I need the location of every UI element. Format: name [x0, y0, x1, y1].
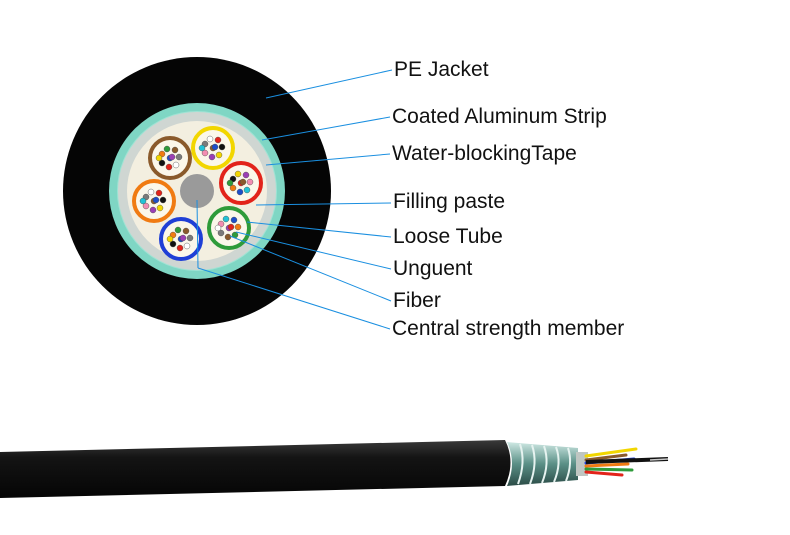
- fiber: [234, 170, 242, 178]
- label-fiber: Fiber: [393, 289, 441, 312]
- fiber: [243, 186, 251, 194]
- fiber: [183, 242, 191, 250]
- fiber: [236, 188, 244, 196]
- fiber: [142, 202, 150, 210]
- fiber: [176, 244, 184, 252]
- label-pe-jacket: PE Jacket: [394, 58, 489, 81]
- unguent-leader: [235, 231, 392, 270]
- aluminum-strip-leader: [261, 116, 391, 141]
- water-blocking-tape-leader: [265, 153, 391, 166]
- fiber: [242, 171, 250, 179]
- central-strength-member-leader: [197, 267, 391, 330]
- fiber: [156, 204, 164, 212]
- fiber: [139, 197, 147, 205]
- side-aluminum-armor: [507, 442, 578, 486]
- armor-corrugations: [517, 443, 572, 485]
- loose-tubes-group: [132, 126, 263, 261]
- side-central-member-tip: [649, 458, 669, 461]
- label-loose-tube: Loose Tube: [393, 225, 503, 248]
- label-coated-aluminum-strip: Coated Aluminum Strip: [392, 105, 607, 128]
- fiber: [172, 161, 180, 169]
- label-water-blocking-tape: Water-blockingTape: [392, 142, 577, 165]
- side-pe-jacket: [0, 440, 511, 498]
- fiber: [169, 240, 177, 248]
- fiber: [174, 226, 182, 234]
- fiber: [166, 235, 174, 243]
- fiber: [159, 196, 167, 204]
- fiber: [229, 184, 237, 192]
- fiber: [186, 234, 194, 242]
- filling-paste-leader: [255, 202, 392, 206]
- fiber: [230, 216, 238, 224]
- fiber: [234, 223, 242, 231]
- fiber: [155, 189, 163, 197]
- fiber: [215, 151, 223, 159]
- fiber: [147, 188, 155, 196]
- central-strength-member: [180, 174, 214, 208]
- fiber: [217, 229, 225, 237]
- leader-lines-group: [196, 69, 393, 330]
- fiber: [206, 135, 214, 143]
- fiber: [214, 136, 222, 144]
- fiber: [227, 223, 235, 231]
- fiber: [165, 163, 173, 171]
- fiber: [201, 149, 209, 157]
- central-strength-member-leader-core: [196, 199, 199, 269]
- label-unguent: Unguent: [393, 257, 473, 280]
- pe-jacket-leader: [265, 69, 393, 99]
- label-central-strength-member: Central strength member: [392, 317, 625, 340]
- fiber: [211, 143, 219, 151]
- fiber: [246, 178, 254, 186]
- fiber: [179, 234, 187, 242]
- fiber: [239, 178, 247, 186]
- fiber-leader: [229, 235, 392, 302]
- fiber: [224, 233, 232, 241]
- fiber: [175, 153, 183, 161]
- fiber: [198, 144, 206, 152]
- fiber: [182, 227, 190, 235]
- fiber: [149, 206, 157, 214]
- fiber: [214, 224, 222, 232]
- loose-tube-leader: [246, 221, 392, 238]
- fiber: [226, 179, 234, 187]
- fiber: [163, 145, 171, 153]
- fiber: [152, 196, 160, 204]
- fiber: [208, 153, 216, 161]
- label-filling-paste: Filling paste: [393, 190, 506, 213]
- cable-side-view: [0, 440, 669, 498]
- fiber: [218, 143, 226, 151]
- fiber: [171, 146, 179, 154]
- fiber: [222, 215, 230, 223]
- fiber: [168, 153, 176, 161]
- fiber: [158, 159, 166, 167]
- fiber: [155, 154, 163, 162]
